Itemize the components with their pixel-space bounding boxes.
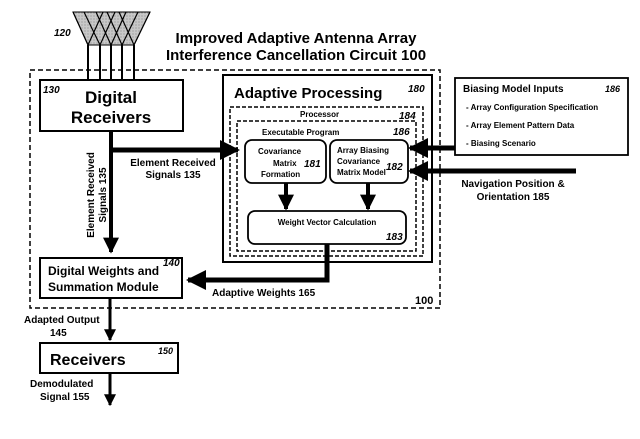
weight-vector-label: Weight Vector Calculation [278,218,377,227]
biasing-covariance-line1: Array Biasing [337,146,389,155]
diagram-title-line2: Interference Cancellation Circuit 100 [166,47,426,64]
adaptive-weights-label: Adaptive Weights 165 [212,288,316,299]
biasing-inputs-ref: 186 [605,84,621,94]
adaptive-processing-ref: 180 [408,84,425,95]
weight-vector-block [248,211,406,244]
covariance-formation-ref: 181 [304,159,321,170]
adaptive-processing-block: Adaptive Processing 180 Processor 184 Ex… [223,75,432,262]
biasing-input-item: - Biasing Scenario [466,139,536,148]
digital-weights-ref: 140 [163,258,180,269]
element-signals-horizontal-label-line1: Element Received [130,158,216,169]
digital-weights-block: Digital Weights and Summation Module 140 [40,258,182,298]
element-signals-horizontal-label-line2: Signals 135 [145,170,200,181]
digital-receivers-ref: 130 [43,85,60,96]
biasing-covariance-ref: 182 [386,162,403,173]
weight-vector-ref: 183 [386,232,403,243]
digital-receivers-block: 130 Digital Receivers [40,80,183,131]
biasing-covariance-line3: Matrix Model [337,168,386,177]
adapted-output-label-line1: Adapted Output [24,315,100,326]
digital-weights-label-line2: Summation Module [48,280,159,294]
covariance-formation-line1: Covariance [258,147,302,156]
element-signals-vertical-label-line2: Signals 135 [98,167,109,222]
demodulated-label-line1: Demodulated [30,379,93,390]
demodulated-label-line2: Signal 155 [40,392,90,403]
executable-program-ref: 186 [393,127,410,138]
digital-receivers-label-line1: Digital [85,88,137,107]
biasing-inputs-title: Biasing Model Inputs [463,84,564,95]
receivers-ref: 150 [158,346,173,356]
diagram-title-line1: Improved Adaptive Antenna Array [176,30,418,47]
digital-receivers-label-line2: Receivers [71,108,151,127]
covariance-formation-line3: Formation [261,170,300,179]
adaptive-processing-label: Adaptive Processing [234,85,382,102]
covariance-formation-line2: Matrix [273,159,297,168]
antenna-ref-label: 120 [54,28,71,39]
processor-label: Processor [300,110,339,119]
adapted-output-label-line2: 145 [50,328,67,339]
circuit-ref-label: 100 [415,295,433,307]
element-signals-vertical-label-line1: Element Received [86,152,97,238]
executable-program-label: Executable Program [262,128,339,137]
navigation-label-line1: Navigation Position & [461,179,564,190]
biasing-input-item: - Array Configuration Specification [466,103,598,112]
navigation-label-line2: Orientation 185 [477,192,550,203]
receivers-label: Receivers [50,352,126,369]
digital-weights-label-line1: Digital Weights and [48,264,159,278]
receivers-block: Receivers 150 [40,343,178,373]
biasing-covariance-line2: Covariance [337,157,381,166]
biasing-input-item: - Array Element Pattern Data [466,121,575,130]
biasing-model-inputs-block: Biasing Model Inputs 186 - Array Configu… [455,78,628,155]
